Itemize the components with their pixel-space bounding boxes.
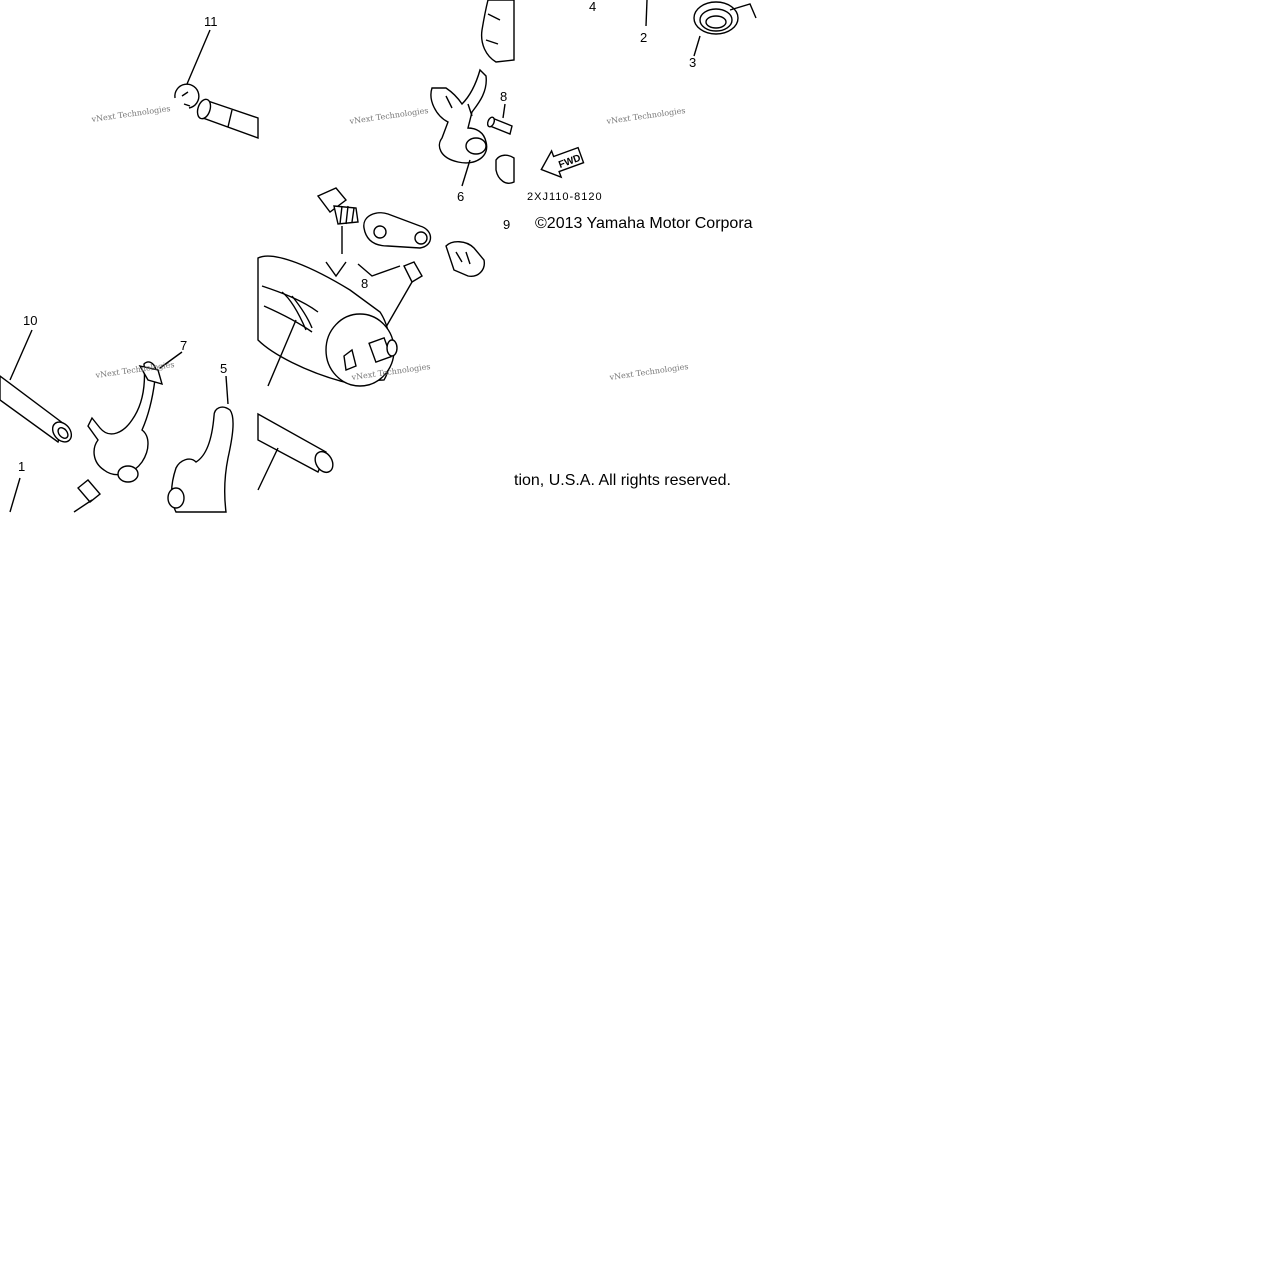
shift-fork-shaft <box>257 412 334 491</box>
callout-11: 11 <box>204 14 218 29</box>
shift-fork-7 <box>87 351 183 483</box>
leader-1 <box>9 477 21 513</box>
leader-2 <box>645 0 648 27</box>
part-number-code: 2XJ110-8120 <box>527 191 603 203</box>
watermark-2: vNext Technologies <box>348 106 429 126</box>
fwd-direction-arrow: FWD <box>540 146 585 179</box>
torsion-spring-3 <box>693 1 757 57</box>
callout-5: 5 <box>220 361 227 376</box>
callout-6: 6 <box>457 189 464 204</box>
watermark-1: vNext Technologies <box>90 104 171 124</box>
copyright-line-1: ©2013 Yamaha Motor Corpora <box>535 215 753 232</box>
copyright-line-2: tion, U.S.A. All rights reserved. <box>514 472 731 489</box>
shift-lever-housing <box>480 0 515 184</box>
watermark-6: vNext Technologies <box>608 362 689 382</box>
callout-9: 9 <box>503 217 510 232</box>
shift-fork-6 <box>430 68 488 187</box>
shift-fork-guide-bar-10 <box>0 329 73 444</box>
watermark-3: vNext Technologies <box>605 106 686 126</box>
shift-drum-assembly <box>257 187 485 387</box>
callout-8-middle: 8 <box>361 276 368 291</box>
callout-3: 3 <box>689 55 696 70</box>
callout-2: 2 <box>640 30 647 45</box>
watermark-4: vNext Technologies <box>94 360 175 380</box>
shift-fork-5 <box>167 375 234 513</box>
dowel-pin-lower <box>73 479 102 513</box>
callout-1: 1 <box>18 459 25 474</box>
dowel-pin-8-top <box>486 103 513 135</box>
callout-8-top: 8 <box>500 89 507 104</box>
callout-7: 7 <box>180 338 187 353</box>
callout-4: 4 <box>589 0 596 14</box>
callout-10: 10 <box>23 313 37 328</box>
shift-shaft-circlip-assembly <box>174 29 259 139</box>
